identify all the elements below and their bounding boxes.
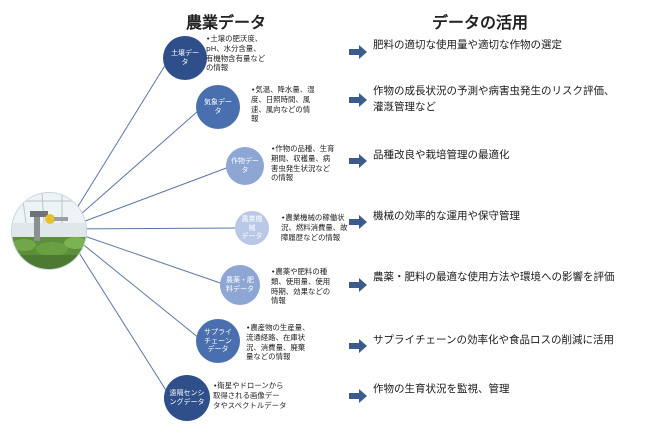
node-label: 遠隔センシ ングデータ bbox=[169, 389, 205, 406]
data-description: •土壌の肥沃度、 pH、水分含量、 有機物含有量など の情報 bbox=[206, 34, 266, 73]
right-arrow-icon bbox=[349, 154, 367, 168]
node-label: 農業機械 データ bbox=[241, 214, 263, 241]
data-category-node: 気象デー タ bbox=[196, 85, 240, 129]
connector-line bbox=[63, 227, 241, 230]
right-arrow-icon bbox=[349, 93, 367, 107]
data-usage-text: 農薬・肥料の最適な使用方法や環境への影響を評価 bbox=[373, 271, 615, 283]
data-category-node: 遠隔センシ ングデータ bbox=[164, 375, 210, 421]
data-description: •衛星やドローンから 取得される画像デー タやスペクトルデータ bbox=[213, 381, 287, 410]
connector-line bbox=[63, 57, 171, 230]
right-arrow-icon bbox=[349, 45, 367, 59]
right-header: データの活用 bbox=[432, 13, 529, 32]
data-usage-text: 作物の生育状況を監視、管理 bbox=[373, 383, 510, 395]
data-usage-text: 肥料の適切な使用量や適切な作物の選定 bbox=[373, 39, 562, 51]
data-category-node: 農業機械 データ bbox=[235, 211, 269, 245]
farm-robot-photo bbox=[11, 192, 87, 270]
data-description: •農業機械の稼働状 況、燃料消費量、故 障履歴などの情報 bbox=[281, 213, 348, 242]
data-category-node: サプライ チェーン データ bbox=[196, 319, 240, 363]
node-label: 土壌デー タ bbox=[171, 49, 199, 66]
node-label: 農薬・肥 料データ bbox=[226, 276, 254, 293]
connector-line bbox=[63, 228, 227, 286]
node-label: サプライ チェーン データ bbox=[204, 327, 232, 354]
connector-line bbox=[63, 228, 203, 342]
data-category-node: 土壌デー タ bbox=[163, 36, 207, 80]
connector-line bbox=[63, 228, 172, 399]
node-label: 作物デー タ bbox=[231, 157, 259, 174]
right-arrow-icon bbox=[349, 215, 367, 229]
connector-line bbox=[63, 165, 232, 230]
right-arrow-icon bbox=[349, 389, 367, 403]
data-description: •農薬や肥料の種 類、使用量、使用 時期、効果などの 情報 bbox=[271, 267, 331, 306]
data-description: •作物の品種、生育 期間、収穫量、病 害虫発生状況など の情報 bbox=[271, 144, 335, 183]
data-usage-text: 機械の効率的な運用や保守管理 bbox=[373, 210, 520, 222]
data-description: •気温、降水量、湿 度、日照時間、風 速、風向などの情 報 bbox=[251, 85, 315, 124]
connector-line bbox=[63, 106, 203, 230]
data-usage-text: 品種改良や栽培管理の最適化 bbox=[373, 149, 510, 161]
node-label: 気象デー タ bbox=[204, 98, 232, 115]
right-arrow-icon bbox=[349, 278, 367, 292]
data-category-node: 作物デー タ bbox=[226, 147, 264, 185]
data-description: •農産物の生産量、 流通経路、在庫状 況、消費量、廃棄 量などの情報 bbox=[246, 323, 310, 362]
data-usage-text: サプライチェーンの効率化や食品ロスの削減に活用 bbox=[373, 334, 614, 346]
data-usage-text: 作物の成長状況の予測や病害虫発生のリスク評価、 灌漑管理など bbox=[373, 85, 615, 114]
left-header: 農業データ bbox=[186, 13, 267, 32]
data-category-node: 農薬・肥 料データ bbox=[220, 265, 260, 305]
right-arrow-icon bbox=[349, 339, 367, 353]
